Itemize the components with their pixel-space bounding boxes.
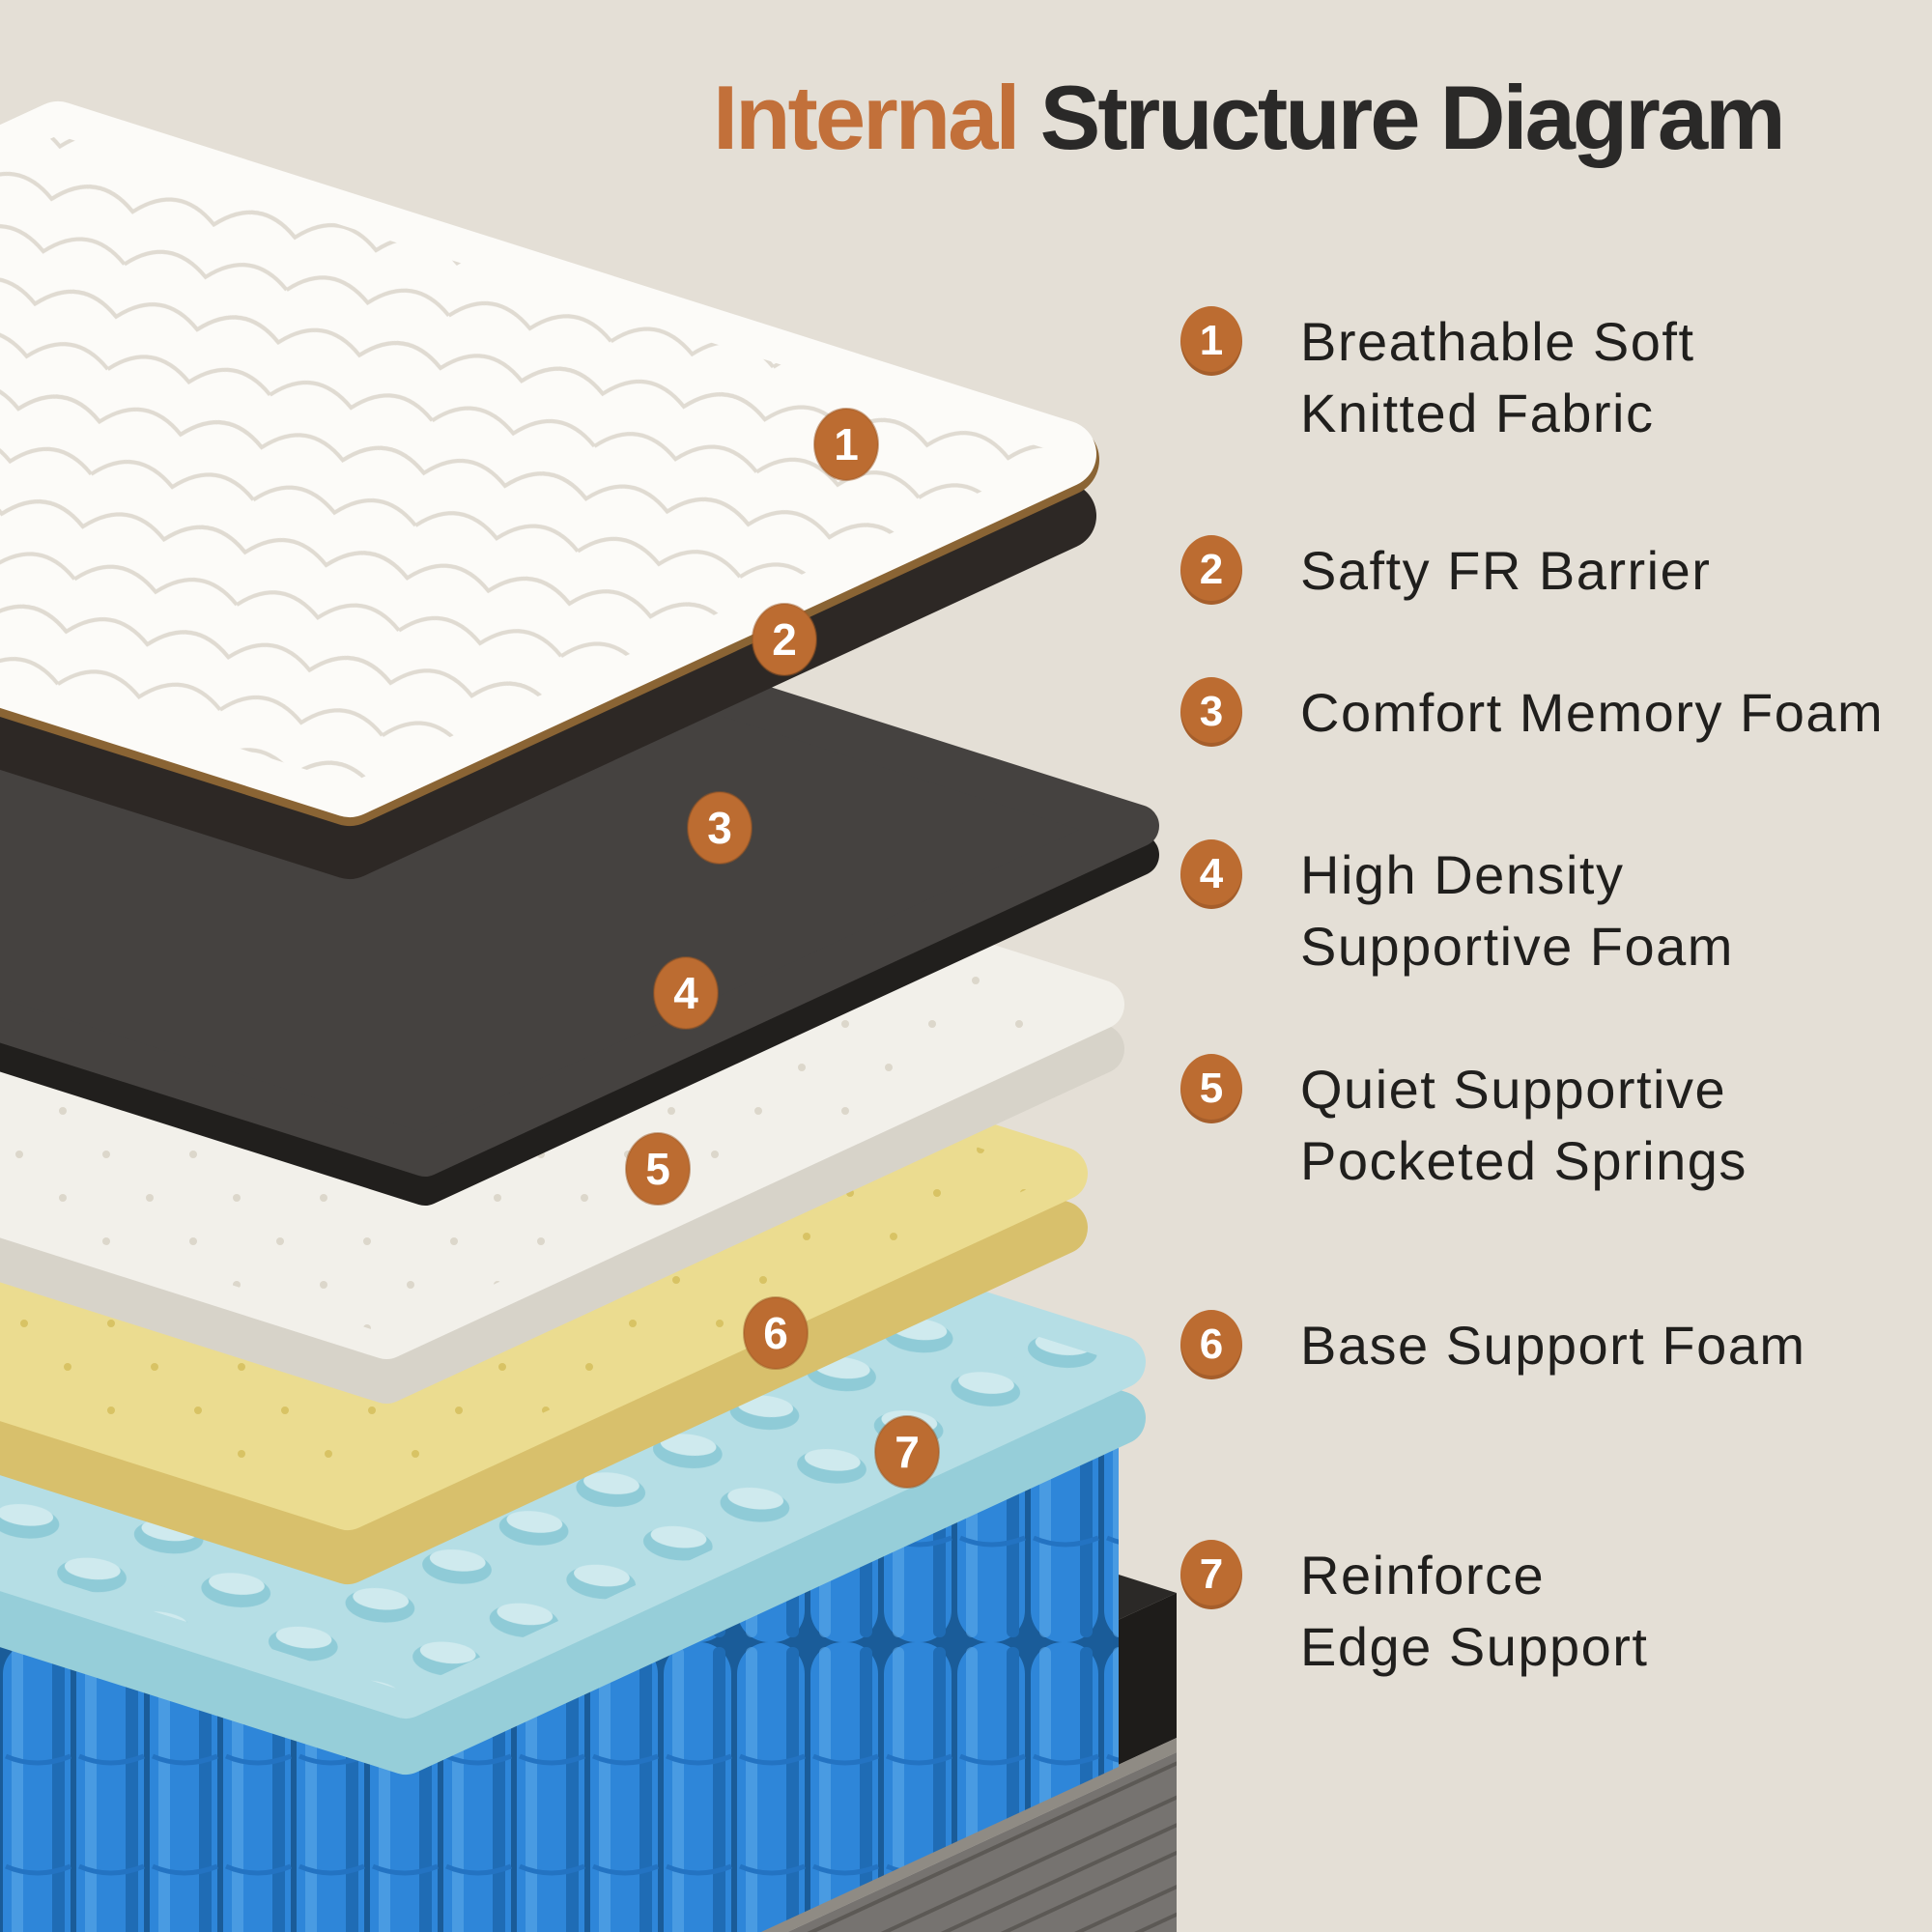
- marker-3: 3: [687, 791, 753, 865]
- marker-7: 7: [874, 1415, 940, 1489]
- marker-number: 5: [645, 1144, 670, 1194]
- marker-number: 6: [763, 1308, 788, 1358]
- marker-number: 3: [707, 803, 732, 853]
- marker-2: 2: [752, 603, 817, 676]
- marker-number: 1: [834, 419, 859, 469]
- marker-number: 7: [895, 1427, 920, 1477]
- page-title-rest: Structure Diagram: [1017, 67, 1786, 168]
- marker-4: 4: [653, 956, 719, 1030]
- marker-1: 1: [813, 408, 879, 481]
- marker-number: 4: [673, 968, 698, 1018]
- marker-number: 2: [772, 614, 797, 665]
- page-title-highlight: Internal: [713, 67, 1021, 168]
- marker-5: 5: [625, 1132, 691, 1206]
- marker-6: 6: [743, 1296, 809, 1370]
- illustration-markers: 1 2 3 4 5 6 7: [625, 408, 940, 1489]
- quilted-fabric-layer: [0, 101, 1099, 879]
- page-title: Internal Structure Diagram: [713, 66, 1786, 170]
